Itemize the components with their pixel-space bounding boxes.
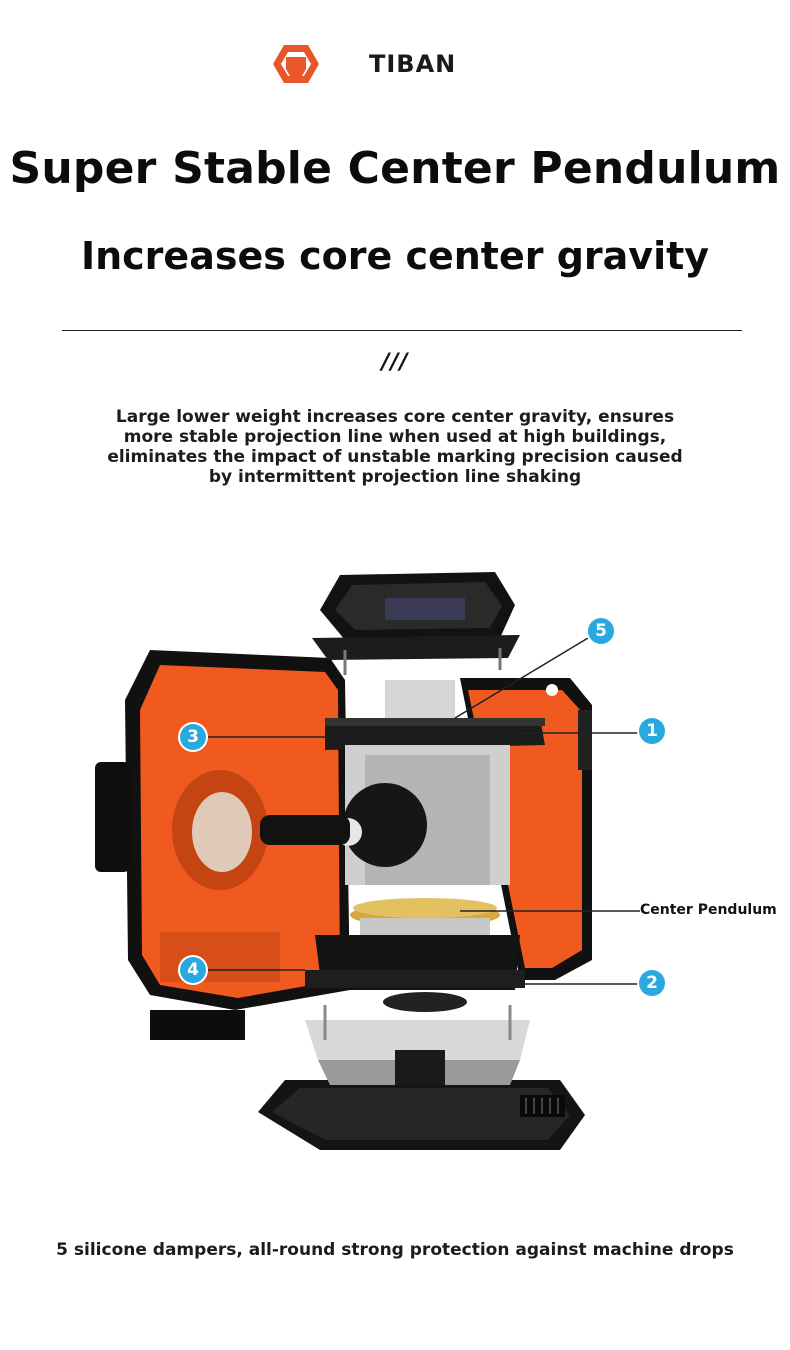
top-laser-head (312, 572, 520, 675)
tiban-logo-icon (273, 45, 319, 83)
callout-badge-4: 4 (180, 957, 206, 983)
callout-badge-3: 3 (180, 724, 206, 750)
divider (62, 330, 742, 331)
callout-badge-2: 2 (639, 970, 665, 996)
product-illustration: 5 3 1 Center Pendulum 4 2 (0, 540, 790, 1180)
separator-glyph: /// (381, 350, 409, 375)
page-subtitle: Increases core center gravity (80, 234, 710, 278)
footer-caption: 5 silicone dampers, all-round strong pro… (56, 1240, 734, 1260)
feature-description: Large lower weight increases core center… (107, 407, 683, 487)
laser-level-exploded-icon (95, 572, 640, 1150)
page-title: Super Stable Center Pendulum (9, 143, 781, 194)
callout-badge-5: 5 (588, 618, 614, 644)
callout-lines (205, 637, 640, 985)
lower-bracket (305, 1005, 530, 1085)
brand-header: TIBAN (0, 40, 790, 90)
base-plate (258, 1080, 585, 1150)
inner-chassis (260, 680, 545, 1012)
center-pendulum-label: Center Pendulum (640, 902, 777, 918)
callout-badge-1: 1 (639, 718, 665, 744)
brand-name: TIBAN (369, 50, 457, 78)
